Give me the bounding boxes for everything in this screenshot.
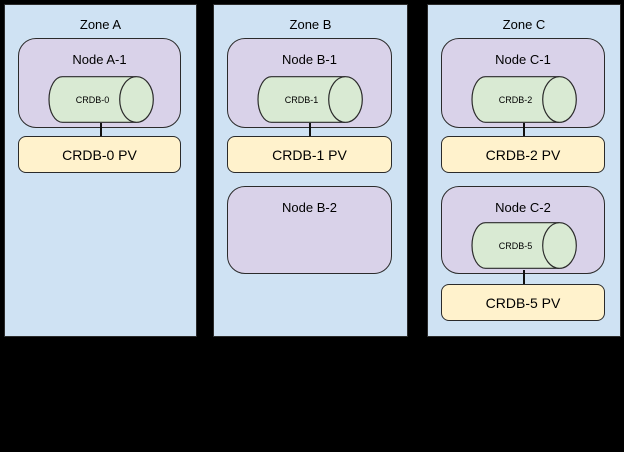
zone-c-title: Zone C bbox=[502, 17, 546, 32]
node-c-2: Node C-2 CRDB-5 bbox=[441, 186, 605, 274]
zone-a-title: Zone A bbox=[79, 17, 122, 32]
cylinder-shape-icon bbox=[48, 76, 154, 123]
connector-line bbox=[523, 270, 525, 285]
crdb-2-label: CRDB-2 bbox=[498, 94, 533, 105]
node-b-2-title: Node B-2 bbox=[282, 200, 337, 215]
node-b-2: Node B-2 bbox=[227, 186, 392, 274]
connector-line bbox=[523, 123, 525, 137]
cylinder-shape-icon bbox=[471, 76, 577, 123]
crdb-1-database-cylinder: CRDB-1 bbox=[257, 76, 363, 123]
crdb-5-database-cylinder: CRDB-5 bbox=[471, 222, 577, 269]
node-a-1-title: Node A-1 bbox=[72, 52, 127, 67]
crdb-5-pv: CRDB-5 PV bbox=[441, 284, 605, 321]
cylinder-shape-icon bbox=[257, 76, 363, 123]
node-c-2-title: Node C-2 bbox=[495, 200, 551, 215]
connector-line bbox=[100, 123, 102, 137]
crdb-0-label: CRDB-0 bbox=[75, 94, 110, 105]
crdb-1-label: CRDB-1 bbox=[284, 94, 319, 105]
crdb-0-database-cylinder: CRDB-0 bbox=[48, 76, 154, 123]
crdb-1-pv: CRDB-1 PV bbox=[227, 136, 392, 173]
node-a-1: Node A-1 CRDB-0 bbox=[18, 38, 181, 128]
connector-line bbox=[309, 123, 311, 137]
node-c-1: Node C-1 CRDB-2 bbox=[441, 38, 605, 128]
zone-c: Zone C Node C-1 CRDB-2 CRDB-2 PV Node C-… bbox=[427, 4, 621, 337]
crdb-5-label: CRDB-5 bbox=[498, 240, 533, 251]
node-b-1: Node B-1 CRDB-1 bbox=[227, 38, 392, 128]
node-b-1-title: Node B-1 bbox=[282, 52, 337, 67]
zone-b: Zone B Node B-1 CRDB-1 CRDB-1 PV Node B-… bbox=[213, 4, 408, 337]
zone-a: Zone A Node A-1 CRDB-0 CRDB-0 PV bbox=[4, 4, 197, 337]
zone-b-title: Zone B bbox=[289, 17, 332, 32]
crdb-2-database-cylinder: CRDB-2 bbox=[471, 76, 577, 123]
cylinder-shape-icon bbox=[471, 222, 577, 269]
crdb-2-pv: CRDB-2 PV bbox=[441, 136, 605, 173]
node-c-1-title: Node C-1 bbox=[495, 52, 551, 67]
crdb-0-pv: CRDB-0 PV bbox=[18, 136, 181, 173]
